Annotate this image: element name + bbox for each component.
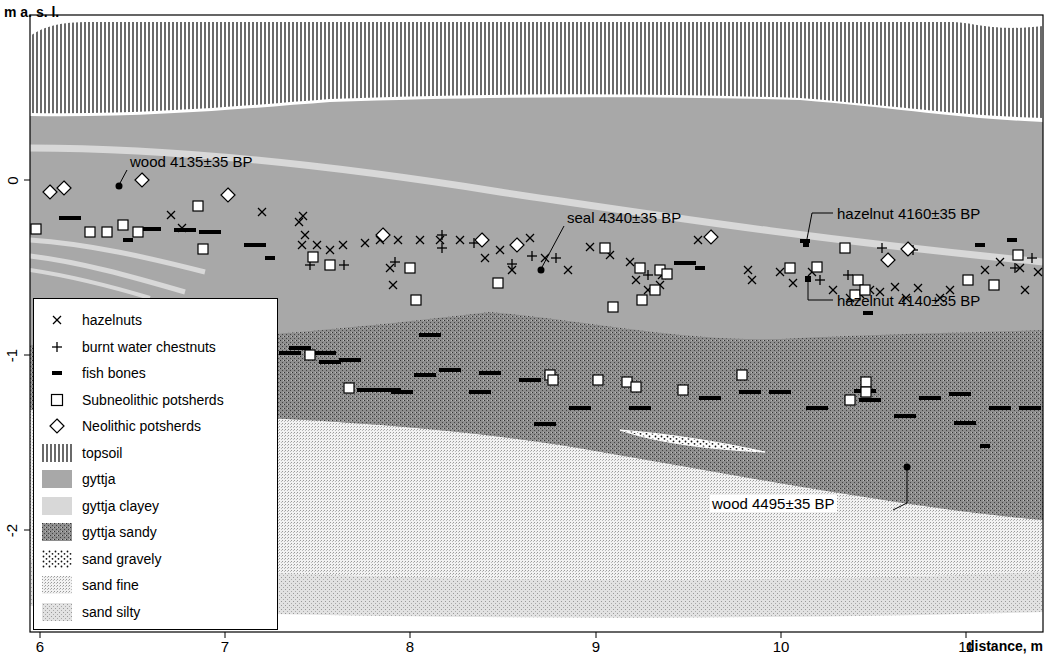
legend-symbol <box>42 338 72 356</box>
date-label: seal 4340±35 BP <box>567 209 681 226</box>
legend-text: Neolithic potsherds <box>82 417 201 435</box>
legend-symbol <box>42 364 72 382</box>
legend-symbol <box>42 603 72 621</box>
legend-row: Neolithic potsherds <box>34 415 277 437</box>
legend-symbol <box>42 444 72 462</box>
legend-symbol <box>42 576 72 594</box>
legend-text: burnt water chestnuts <box>82 338 216 356</box>
legend-swatch <box>42 470 72 488</box>
axis-tick-label: 9 <box>592 638 600 655</box>
legend-row: gyttja <box>34 468 277 490</box>
date-label: hazelnut 4160±35 BP <box>837 205 980 222</box>
legend-text: hazelnuts <box>82 311 142 329</box>
legend-symbol <box>42 550 72 568</box>
legend-symbol <box>42 311 72 329</box>
legend-swatch <box>42 497 72 515</box>
legend-text: gyttja sandy <box>82 523 157 541</box>
axis-title: distance, m <box>966 638 1043 655</box>
legend-row: gyttja clayey <box>34 495 277 517</box>
legend-row: Subneolithic potsherds <box>34 389 277 411</box>
legend-row: fish bones <box>34 362 277 384</box>
axis-tick-label: 7 <box>221 638 229 655</box>
legend-symbol <box>42 523 72 541</box>
legend-row: sand silty <box>34 601 277 623</box>
axis-tick-label: 8 <box>406 638 414 655</box>
legend-symbol <box>42 391 72 409</box>
legend-row: sand fine <box>34 574 277 596</box>
axis-title: m a. s. l. <box>4 4 59 21</box>
date-label: wood 4495±35 BP <box>710 495 837 512</box>
legend-symbol <box>42 417 72 435</box>
axis-tick-label: 6 <box>36 638 44 655</box>
axis-tick-label: -2 <box>4 523 21 536</box>
legend-text: topsoil <box>82 444 122 462</box>
date-label: hazelnut 4140±35 BP <box>837 292 980 309</box>
axis-tick-label: 10 <box>773 638 790 655</box>
legend-text: sand silty <box>82 603 140 621</box>
legend-row: topsoil <box>34 442 277 464</box>
legend-text: sand fine <box>82 576 139 594</box>
legend-text: Subneolithic potsherds <box>82 391 224 409</box>
legend-text: sand gravely <box>82 550 161 568</box>
axis-tick-label: -1 <box>4 348 21 361</box>
legend-row: burnt water chestnuts <box>34 336 277 358</box>
legend-row: hazelnuts <box>34 309 277 331</box>
axis-tick-label: 0 <box>4 176 21 184</box>
legend-text: fish bones <box>82 364 146 382</box>
legend-box: hazelnuts burnt water chestnuts fish bones… <box>33 298 278 630</box>
legend-text: gyttja <box>82 470 115 488</box>
legend-text: gyttja clayey <box>82 497 159 515</box>
date-label: wood 4135±35 BP <box>130 153 253 170</box>
legend-row: gyttja sandy <box>34 521 277 543</box>
legend-row: sand gravely <box>34 548 277 570</box>
